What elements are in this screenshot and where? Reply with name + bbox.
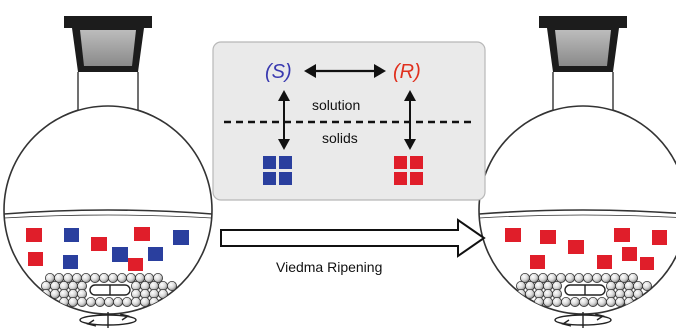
blue-crystal: [63, 255, 78, 269]
racemization-double-arrow-icon: [304, 64, 386, 78]
glass-bead: [606, 296, 617, 307]
glass-bead: [525, 288, 536, 299]
r-dissolution-arrow-icon: [404, 90, 416, 150]
red-crystal: [28, 252, 43, 266]
glass-bead: [597, 296, 608, 307]
s-solid-crystals: [263, 156, 292, 185]
glass-bead: [574, 272, 585, 283]
right-crystals: [505, 228, 667, 270]
left-crystals: [26, 227, 189, 271]
glass-bead: [579, 296, 590, 307]
glass-bead: [592, 272, 603, 283]
glass-bead: [152, 272, 163, 283]
red-crystal: [622, 247, 637, 261]
glass-bead: [615, 296, 626, 307]
r-enantiomer-label: (R): [393, 61, 421, 83]
glass-bead: [628, 272, 639, 283]
glass-bead: [113, 296, 124, 307]
r-solid-crystals: [394, 156, 423, 185]
red-crystal: [597, 255, 612, 269]
left-flask: [3, 16, 213, 328]
blue-crystal: [173, 230, 189, 245]
left-flask-lid-window: [80, 30, 136, 66]
glass-bead: [108, 272, 119, 283]
equilibrium-panel: (S) (R) solution solids: [212, 41, 486, 201]
red-crystal: [91, 237, 107, 251]
glass-bead: [570, 296, 581, 307]
solids-label: solids: [322, 130, 358, 146]
red-crystal: [614, 228, 630, 242]
left-rotation-arrow-icon: [79, 312, 137, 328]
red-crystal: [134, 227, 150, 241]
process-arrow-icon: [220, 218, 486, 258]
glass-bead: [561, 296, 572, 307]
blue-crystal: [148, 247, 163, 261]
glass-bead: [552, 296, 563, 307]
process-label: Viedma Ripening: [276, 259, 382, 275]
glass-bead: [77, 296, 88, 307]
red-crystal: [505, 228, 521, 242]
glass-bead: [104, 296, 115, 307]
left-glass-beads: [41, 272, 177, 307]
glass-bead: [122, 296, 133, 307]
red-crystal: [128, 258, 143, 271]
glass-bead: [50, 288, 61, 299]
solution-label: solution: [312, 97, 360, 113]
red-crystal: [540, 230, 556, 244]
glass-bead: [157, 288, 168, 299]
glass-bead: [68, 296, 79, 307]
glass-bead: [139, 296, 150, 307]
right-flask-lid-window: [555, 30, 611, 66]
red-crystal: [568, 240, 584, 254]
glass-bead: [90, 272, 101, 283]
glass-bead: [534, 296, 545, 307]
glass-bead: [86, 296, 97, 307]
right-rotation-arrow-icon: [554, 312, 612, 328]
red-crystal: [26, 228, 42, 242]
glass-bead: [583, 272, 594, 283]
red-crystal: [640, 257, 654, 270]
glass-bead: [95, 296, 106, 307]
right-glass-beads: [516, 272, 653, 307]
glass-bead: [642, 280, 653, 291]
s-dissolution-arrow-icon: [278, 90, 290, 150]
glass-bead: [130, 296, 141, 307]
glass-bead: [117, 272, 128, 283]
red-crystal: [652, 230, 667, 245]
glass-bead: [166, 280, 177, 291]
blue-crystal: [64, 228, 79, 242]
glass-bead: [99, 272, 110, 283]
glass-bead: [633, 288, 644, 299]
glass-bead: [59, 296, 70, 307]
blue-crystal: [112, 247, 128, 262]
glass-bead: [565, 272, 576, 283]
s-enantiomer-label: (S): [265, 61, 292, 83]
glass-bead: [126, 272, 137, 283]
glass-bead: [543, 296, 554, 307]
glass-bead: [588, 296, 599, 307]
red-crystal: [530, 255, 545, 269]
right-flask: [478, 16, 676, 328]
glass-bead: [601, 272, 612, 283]
